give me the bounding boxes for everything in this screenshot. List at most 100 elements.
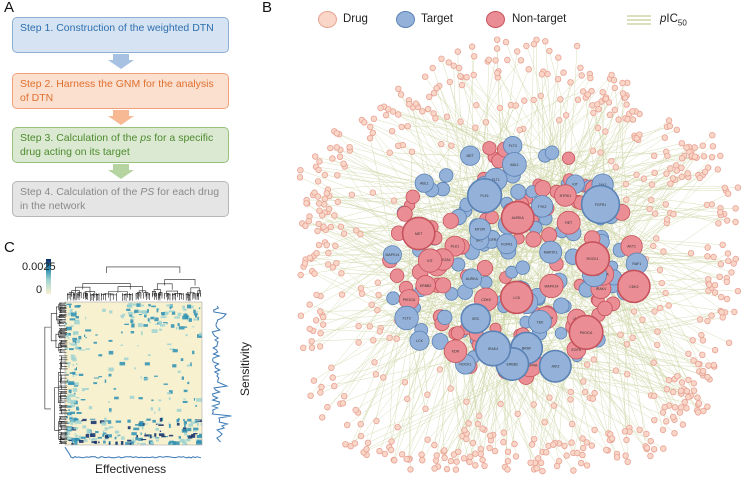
edge	[305, 189, 432, 260]
node-label: PDGFRA	[523, 364, 538, 368]
drug-node	[581, 388, 589, 396]
drug-node	[430, 89, 438, 97]
drug-node	[533, 465, 540, 472]
edge	[425, 285, 482, 455]
drug-node	[624, 458, 631, 465]
drug-node	[636, 426, 643, 433]
drug-node	[352, 406, 359, 414]
drug-node	[704, 244, 711, 251]
drug-node	[663, 170, 670, 177]
drug-node	[445, 59, 452, 66]
drug-node	[591, 389, 598, 397]
drug-node	[734, 287, 741, 295]
drug-node	[676, 409, 684, 416]
non-target-node	[442, 212, 459, 229]
drug-node	[419, 457, 426, 464]
drug-node	[574, 449, 581, 457]
drug-node	[422, 405, 429, 412]
target-node	[538, 349, 572, 383]
drug-node	[665, 117, 673, 124]
drug-node	[502, 38, 510, 46]
node-label: IRAK4	[596, 287, 606, 291]
drug-node	[466, 458, 473, 466]
target-node	[414, 173, 434, 193]
drug-node	[717, 152, 724, 159]
drug-node	[705, 164, 712, 171]
drug-node	[395, 85, 402, 92]
drug-node	[725, 339, 733, 346]
node-label: LCK	[513, 296, 520, 300]
drug-node	[474, 420, 482, 428]
drug-node	[579, 435, 586, 442]
drug-node	[469, 439, 477, 447]
drug-node	[630, 308, 638, 315]
drug-node	[648, 181, 656, 188]
drug-node	[611, 84, 618, 92]
drug-node	[531, 436, 538, 443]
drug-node	[504, 458, 512, 465]
drug-node	[391, 457, 398, 464]
drug-node	[678, 140, 685, 147]
drug-node	[388, 438, 395, 445]
target-node	[580, 184, 621, 225]
drug-node	[316, 158, 323, 165]
drug-node	[543, 449, 550, 456]
step-4-text-a: Step 4. Calculation of the	[20, 186, 141, 198]
drug-node	[300, 344, 307, 351]
drug-node	[314, 178, 322, 185]
drug-node	[599, 88, 606, 96]
drug-node	[664, 152, 671, 160]
drug-node	[339, 400, 347, 407]
drug-node	[366, 134, 374, 142]
drug-node	[677, 387, 685, 394]
edge	[568, 179, 684, 425]
drug-node	[670, 210, 677, 218]
drug-node	[369, 189, 376, 196]
drug-node	[397, 91, 405, 98]
drug-node	[375, 291, 382, 299]
drug-node	[674, 373, 681, 380]
drug-node	[710, 253, 717, 261]
target-node	[544, 145, 560, 160]
drug-node	[504, 448, 512, 455]
drug-node	[659, 426, 667, 434]
drug-node	[314, 227, 321, 235]
drug-node	[568, 439, 575, 446]
drug-node	[388, 127, 396, 135]
drug-node	[433, 452, 440, 459]
drug-node	[336, 153, 344, 160]
drug-node	[491, 447, 499, 455]
target-node	[474, 330, 512, 367]
node-label: CSNK2A1	[435, 258, 451, 262]
drug-node	[732, 255, 739, 263]
drug-node	[448, 142, 455, 149]
drug-node	[623, 436, 630, 444]
node-label: ROCK1	[459, 363, 471, 367]
edge	[493, 73, 504, 158]
drug-node	[453, 458, 460, 465]
drug-node	[355, 322, 362, 330]
drug-node	[368, 301, 375, 308]
drug-node	[629, 108, 636, 115]
drug-node	[704, 253, 711, 260]
drug-node	[734, 184, 741, 191]
drug-node	[560, 69, 567, 76]
drug-node	[663, 386, 670, 393]
drug-node	[370, 337, 377, 344]
drug-node	[646, 205, 653, 213]
drug-node	[671, 404, 679, 411]
drug-node	[542, 38, 549, 45]
drug-node	[602, 95, 609, 102]
drug-node	[487, 432, 494, 439]
colorbar-max-label: 0.0025	[22, 261, 56, 273]
drug-node	[660, 445, 667, 452]
non-target-node	[396, 205, 413, 222]
drug-node	[370, 115, 378, 122]
edge	[400, 94, 471, 156]
drug-node	[457, 72, 464, 80]
drug-node	[610, 76, 618, 84]
node-label: MAPK14	[544, 284, 558, 288]
drug-node	[404, 395, 411, 403]
legend-target-label: Target	[421, 13, 453, 25]
step-4-text-b: for each drug in the network	[20, 186, 220, 212]
